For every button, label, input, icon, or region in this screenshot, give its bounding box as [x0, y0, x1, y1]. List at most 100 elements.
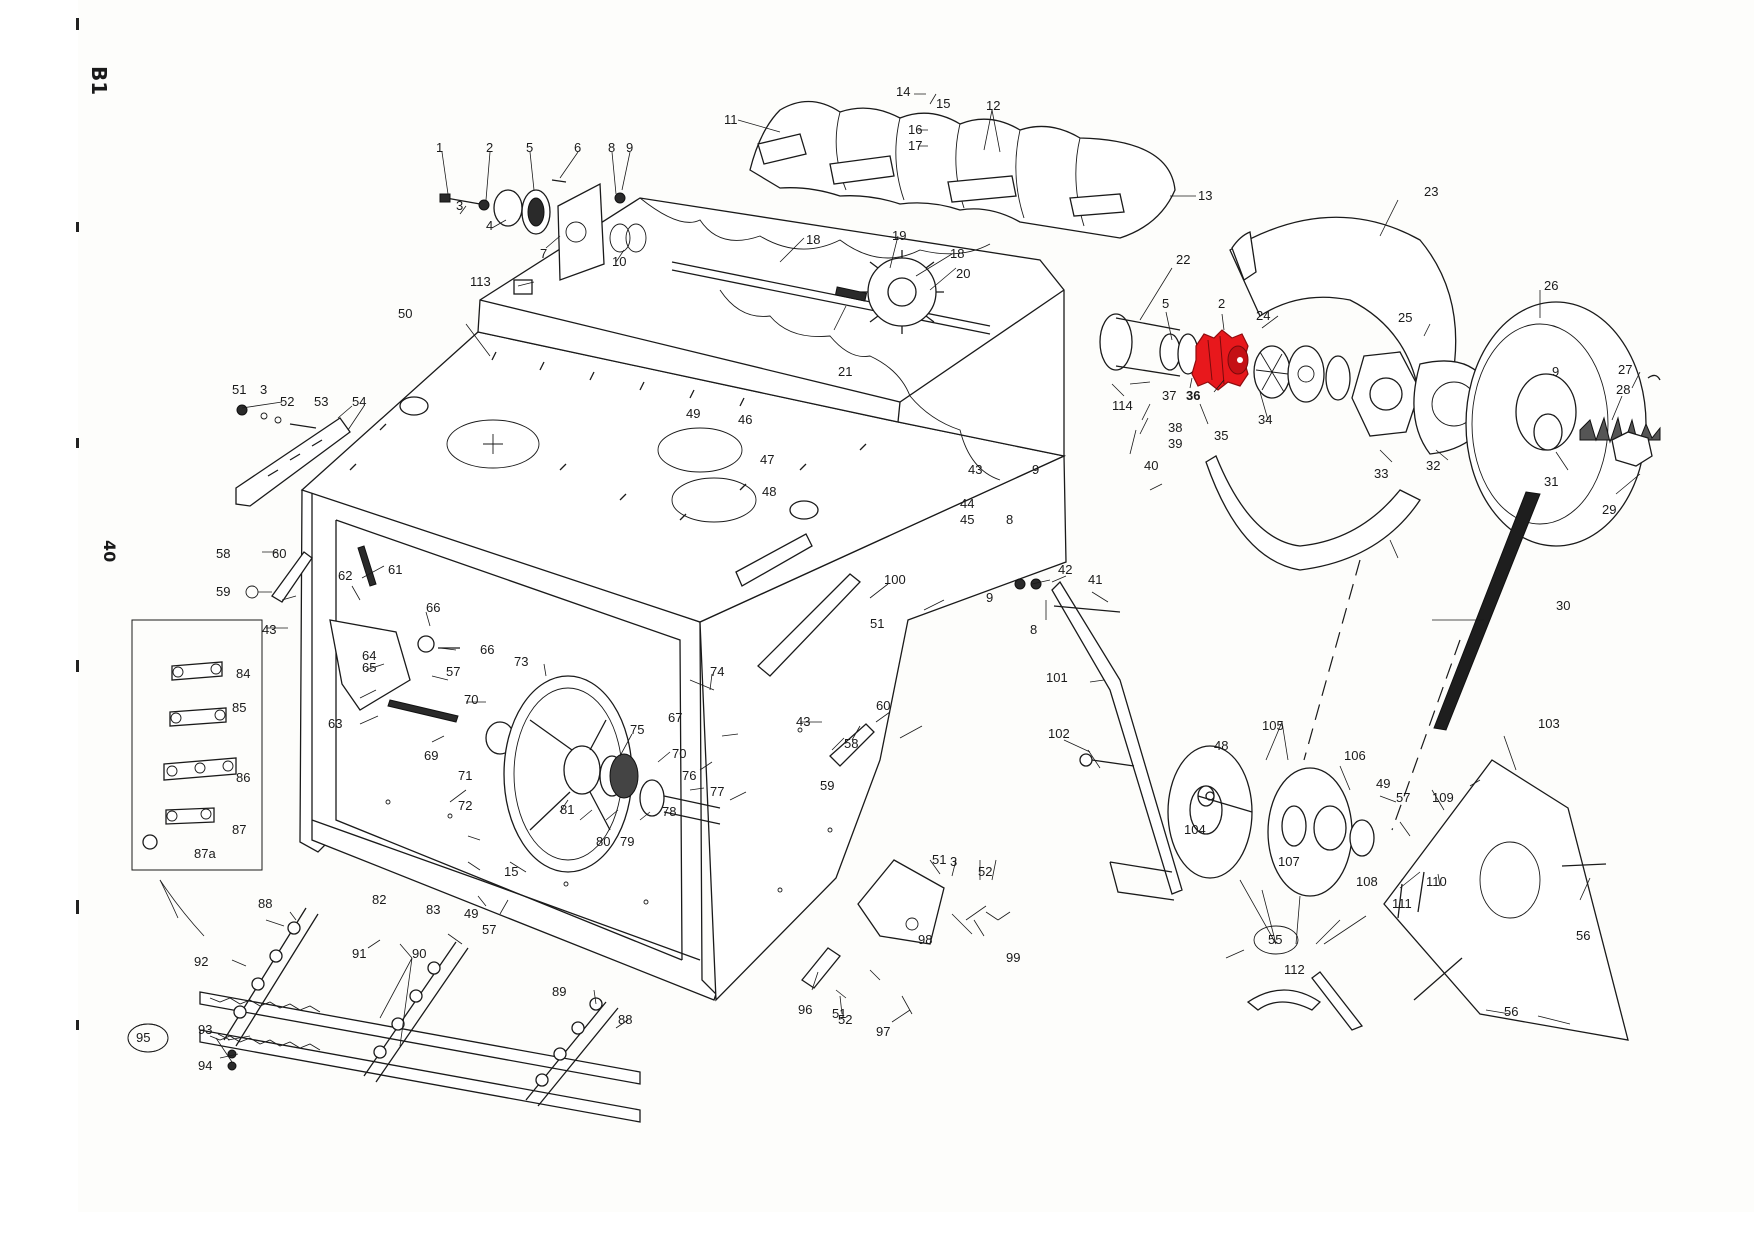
label-part: 59: [820, 778, 834, 793]
label-part: 90: [412, 946, 426, 961]
label-part: 60: [876, 698, 890, 713]
label-part: 109: [1432, 790, 1454, 805]
label-part: 57: [1396, 790, 1410, 805]
label-part: 43: [796, 714, 810, 729]
label-part: 34: [1258, 412, 1272, 427]
label-part: 80: [596, 834, 610, 849]
label-part: 2: [1218, 296, 1225, 311]
label-part: 65: [362, 660, 376, 675]
label-part: 46: [738, 412, 752, 427]
label-part: 19: [892, 228, 906, 243]
label-part: 69: [424, 748, 438, 763]
label-part: 98: [918, 932, 932, 947]
label-part: 106: [1344, 748, 1366, 763]
label-part: 96: [798, 1002, 812, 1017]
label-part: 10: [612, 254, 626, 269]
label-part: 84: [236, 666, 250, 681]
label-part: 56: [1576, 928, 1590, 943]
label-part: 47: [760, 452, 774, 467]
binder-edge-marks: [76, 18, 79, 1030]
label-part: 63: [328, 716, 342, 731]
label-part: 14: [896, 84, 910, 99]
label-part: 58: [216, 546, 230, 561]
label-part: 43: [262, 622, 276, 637]
label-part: 72: [458, 798, 472, 813]
label-part: 25: [1398, 310, 1412, 325]
top-shaft-assembly: [671, 250, 991, 335]
label-part: 28: [1616, 382, 1630, 397]
label-part: 61: [388, 562, 402, 577]
label-part: 3: [950, 854, 957, 869]
label-part: 9: [986, 590, 993, 605]
label-part-36: 36: [1186, 388, 1200, 403]
label-part: 27: [1618, 362, 1632, 377]
label-part: 21: [838, 364, 852, 379]
left-bearing-hardware: [439, 179, 647, 295]
label-part: 7: [540, 246, 547, 261]
label-part: 113: [470, 274, 491, 289]
label-part: 82: [372, 892, 386, 907]
label-part: 75: [630, 722, 644, 737]
chain-links: [233, 921, 603, 1087]
label-part: 74: [710, 664, 724, 679]
label-part: 5: [1162, 296, 1169, 311]
page-number: 40: [100, 540, 119, 562]
label-part: 59: [216, 584, 230, 599]
label-part: 8: [608, 140, 615, 155]
label-part: 60: [272, 546, 286, 561]
label-part: 110: [1426, 874, 1447, 889]
chain-types-inset: [131, 619, 263, 937]
label-part: 52: [838, 1012, 852, 1027]
label-part: 86: [236, 770, 250, 785]
callout-circle-95: [127, 1023, 169, 1053]
conveyor-chain-slats: [127, 907, 641, 1123]
label-part: 30: [1556, 598, 1570, 613]
label-part: 57: [482, 922, 496, 937]
label-part: 43: [968, 462, 982, 477]
label-part: 24: [1256, 308, 1270, 323]
label-part: 8: [1006, 512, 1013, 527]
label-part: 1: [436, 140, 443, 155]
label-part: 77: [710, 784, 724, 799]
label-part: 44: [960, 496, 974, 511]
label-part: 103: [1538, 716, 1560, 731]
label-part: 15: [504, 864, 518, 879]
label-part: 71: [458, 768, 472, 783]
highlighted-hub-part-36: [1191, 329, 1249, 391]
label-part: 85: [232, 700, 246, 715]
label-part: 3: [260, 382, 267, 397]
belt-path-dashed-2: [1391, 639, 1461, 831]
label-part: 5: [526, 140, 533, 155]
label-part: 102: [1048, 726, 1070, 741]
label-part: 76: [682, 768, 696, 783]
label-part: 94: [198, 1058, 212, 1073]
label-part: 66: [426, 600, 440, 615]
belt-path-dashed: [1303, 559, 1361, 761]
label-part: 38: [1168, 420, 1182, 435]
label-part: 70: [464, 692, 478, 707]
label-part: 48: [762, 484, 776, 499]
label-part: 55: [1268, 932, 1282, 947]
part-36-gear-hub: [1191, 329, 1249, 391]
label-part: 79: [620, 834, 634, 849]
label-part: 52: [280, 394, 294, 409]
label-part: 18: [806, 232, 820, 247]
label-part: 88: [258, 896, 272, 911]
label-part: 99: [1006, 950, 1020, 965]
label-part: 13: [1198, 188, 1212, 203]
label-part: 73: [514, 654, 528, 669]
label-part: 91: [352, 946, 366, 961]
clutch-pulley-assembly: [1099, 216, 1661, 731]
label-part: 87a: [194, 846, 216, 861]
lower-pulley-assembly: [1079, 745, 1629, 1041]
label-part: 107: [1278, 854, 1300, 869]
label-part: 31: [1544, 474, 1558, 489]
label-part: 37: [1162, 388, 1176, 403]
label-part: 40: [1144, 458, 1158, 473]
label-part: 52: [978, 864, 992, 879]
label-part: 54: [352, 394, 366, 409]
label-part: 108: [1356, 874, 1378, 889]
label-part: 93: [198, 1022, 212, 1037]
label-part: 22: [1176, 252, 1190, 267]
label-part: 66: [480, 642, 494, 657]
